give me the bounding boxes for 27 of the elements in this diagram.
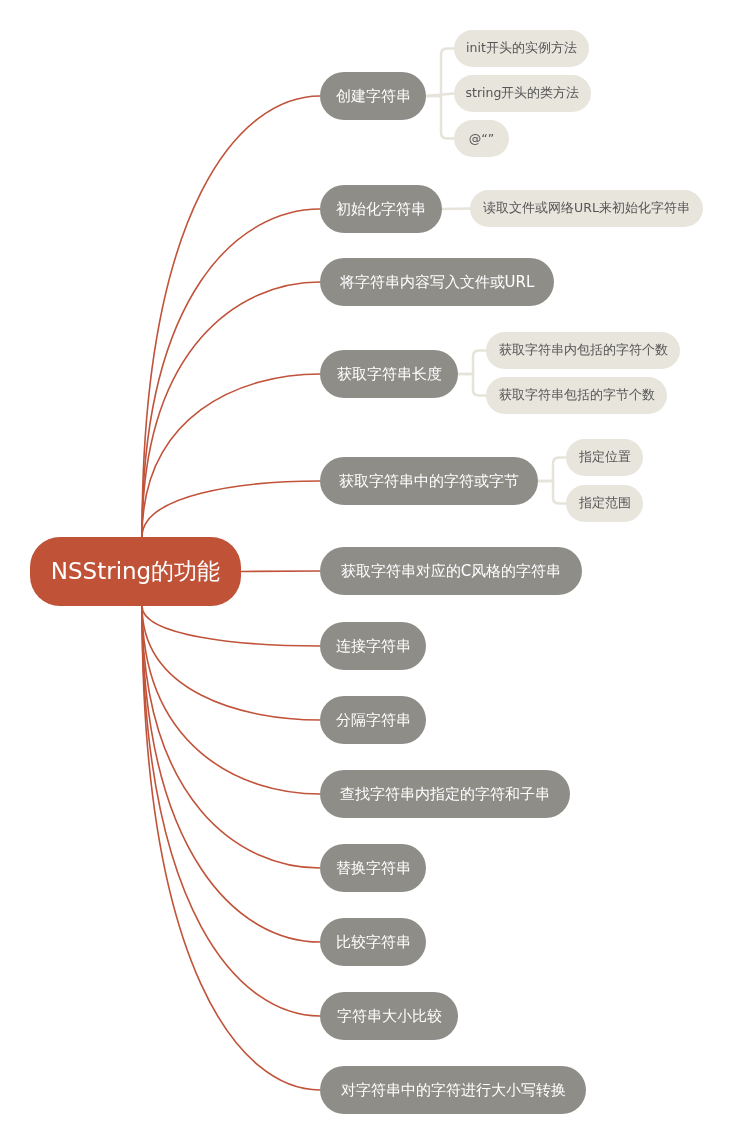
topic-box: 创建字符串 xyxy=(320,72,426,120)
topic-box: 获取字符串中的字符或字节 xyxy=(320,457,538,505)
subtopic-box: 获取字符串包括的字节个数 xyxy=(486,377,667,414)
topic-box: 对字符串中的字符进行大小写转换 xyxy=(320,1066,586,1114)
topic-box: 获取字符串长度 xyxy=(320,350,458,398)
topic-box: 连接字符串 xyxy=(320,622,426,670)
central-topic: NSString的功能 xyxy=(30,537,241,606)
topic-box: 比较字符串 xyxy=(320,918,426,966)
connector-line xyxy=(458,372,486,397)
connector-line xyxy=(240,570,321,573)
topic-box: 替换字符串 xyxy=(320,844,426,892)
connector-line xyxy=(538,479,566,505)
subtopic-box: 指定范围 xyxy=(566,485,643,522)
topic-box: 将字符串内容写入文件或URL xyxy=(320,258,554,306)
topic-box: 初始化字符串 xyxy=(320,185,442,233)
subtopic-box: 读取文件或网络URL来初始化字符串 xyxy=(470,190,703,227)
connector-line xyxy=(441,207,471,211)
topic-box: 字符串大小比较 xyxy=(320,992,458,1040)
subtopic-box: string开头的类方法 xyxy=(454,75,591,112)
subtopic-box: 指定位置 xyxy=(566,439,643,476)
connector-line xyxy=(426,94,454,140)
subtopic-box: init开头的实例方法 xyxy=(454,30,589,67)
topic-box: 查找字符串内指定的字符和子串 xyxy=(320,770,570,818)
topic-box: 分隔字符串 xyxy=(320,696,426,744)
topic-box: 获取字符串对应的C风格的字符串 xyxy=(320,547,582,595)
subtopic-box: @“” xyxy=(454,120,509,157)
subtopic-box: 获取字符串内包括的字符个数 xyxy=(486,332,680,369)
